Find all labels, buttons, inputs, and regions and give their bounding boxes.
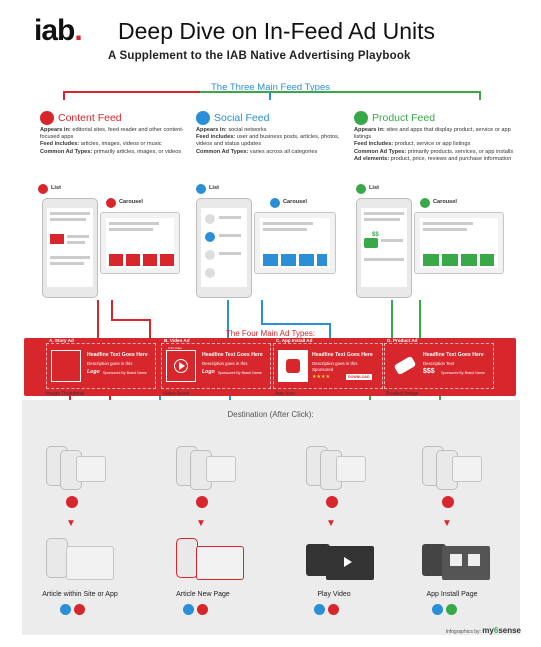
content-carousel-tablet: [100, 212, 180, 274]
dest-1-feed-markers: [60, 604, 85, 615]
play-icon: [344, 557, 352, 567]
dest-2-feed: [176, 446, 256, 496]
carousel-icon: [106, 198, 116, 208]
dest-1-caption: Article within Site or App: [42, 591, 118, 598]
social-feed-icon: [314, 604, 325, 615]
dest-2-caption: Article New Page: [176, 591, 230, 598]
product-feed-description: Appears in: sites and apps that display …: [354, 127, 514, 162]
image-thumbnail-icon: [51, 350, 81, 382]
arrow-down-icon: ▼: [442, 518, 452, 529]
list-icon: [356, 184, 366, 194]
content-feed-icon: [74, 604, 85, 615]
product-feed-heading: Product Feed: [354, 111, 435, 125]
page-subtitle: A Supplement to the IAB Native Advertisi…: [108, 50, 411, 62]
social-feed-icon: [196, 111, 210, 125]
list-icon: [196, 184, 206, 194]
arrow-down-icon: ▼: [66, 518, 76, 529]
feed-types-title: The Three Main Feed Types: [211, 82, 330, 93]
carousel-icon: [420, 198, 430, 208]
dest-3-caption: Play Video: [317, 591, 351, 598]
dest-4-feed-markers: [432, 604, 457, 615]
app-install-ad: C. App Install Ad Headline Text Goes Her…: [273, 338, 383, 389]
video-ad: B. Video Ad 0:30 video Headline Text Goe…: [161, 338, 271, 389]
product-feed-devices: List Carousel $$: [350, 182, 510, 302]
social-carousel-tablet: [254, 212, 336, 274]
product-image-icon: [389, 350, 419, 382]
content-feed-devices: List Carousel: [36, 182, 180, 302]
arrow-down-icon: ▼: [196, 518, 206, 529]
dest-3-result: [306, 538, 386, 583]
dest-4-result: [422, 538, 502, 583]
ad-b-asset-label: Video Asset: [163, 391, 190, 397]
list-icon: [38, 184, 48, 194]
product-list-phone: [356, 198, 412, 298]
iab-logo: iab.: [34, 14, 83, 47]
content-feed-heading: Content Feed: [40, 111, 122, 125]
dest-4-caption: App Install Page: [426, 591, 478, 598]
content-feed-description: Appears in: editorial sites, feed reader…: [40, 127, 184, 155]
product-feed-icon: [354, 111, 368, 125]
ad-c-asset-label: App Icon: [275, 391, 295, 397]
box-icon: [450, 554, 462, 566]
product-ad: D. Product Ad Headline Text Goes Here De…: [384, 338, 494, 389]
social-feed-description: Appears in: social networks Feed include…: [196, 127, 340, 155]
content-feed-icon: [40, 111, 54, 125]
download-button[interactable]: DOWNLOAD: [346, 374, 372, 380]
destination-panel: [22, 400, 520, 635]
social-feed-devices: List Carousel: [190, 182, 340, 302]
ad-types-title: The Four Main Ad Types:: [225, 329, 316, 338]
tap-icon: [326, 496, 338, 508]
destination-flows: ▼ ▼ ▼ ▼: [22, 440, 520, 610]
tap-icon: [66, 496, 78, 508]
infographic-credit: Infographics by: my6sense: [445, 626, 521, 635]
video-player-icon: [166, 350, 196, 382]
content-feed-icon: [328, 604, 339, 615]
social-feed-heading: Social Feed: [196, 111, 269, 125]
content-list-phone: [42, 198, 98, 298]
product-carousel-tablet: [414, 212, 504, 274]
social-list-phone: [196, 198, 252, 298]
ad-d-asset-label: Product Image: [386, 391, 419, 397]
social-feed-icon: [432, 604, 443, 615]
dest-3-feed: [306, 446, 386, 496]
box-icon: [468, 554, 480, 566]
dest-1-result: [46, 538, 126, 583]
destination-title: Destination (After Click):: [227, 410, 314, 419]
dest-3-feed-markers: [314, 604, 339, 615]
story-ad: A. Story Ad Headline Text Goes Here Desc…: [46, 338, 156, 389]
ad-a-asset-label: Image Thumbnail: [46, 391, 85, 397]
tap-icon: [196, 496, 208, 508]
page-title: Deep Dive on In-Feed Ad Units: [118, 18, 436, 44]
social-feed-icon: [60, 604, 71, 615]
product-feed-icon: [446, 604, 457, 615]
app-icon: [278, 350, 308, 382]
product-price: $$: [372, 232, 379, 238]
tap-icon: [442, 496, 454, 508]
content-feed-icon: [197, 604, 208, 615]
carousel-icon: [270, 198, 280, 208]
arrow-down-icon: ▼: [326, 518, 336, 529]
dest-2-result: [176, 538, 256, 583]
dest-4-feed: [422, 446, 502, 496]
rating-stars: ★★★★: [312, 374, 330, 380]
dest-1-feed: [46, 446, 126, 496]
social-feed-icon: [183, 604, 194, 615]
dest-2-feed-markers: [183, 604, 208, 615]
